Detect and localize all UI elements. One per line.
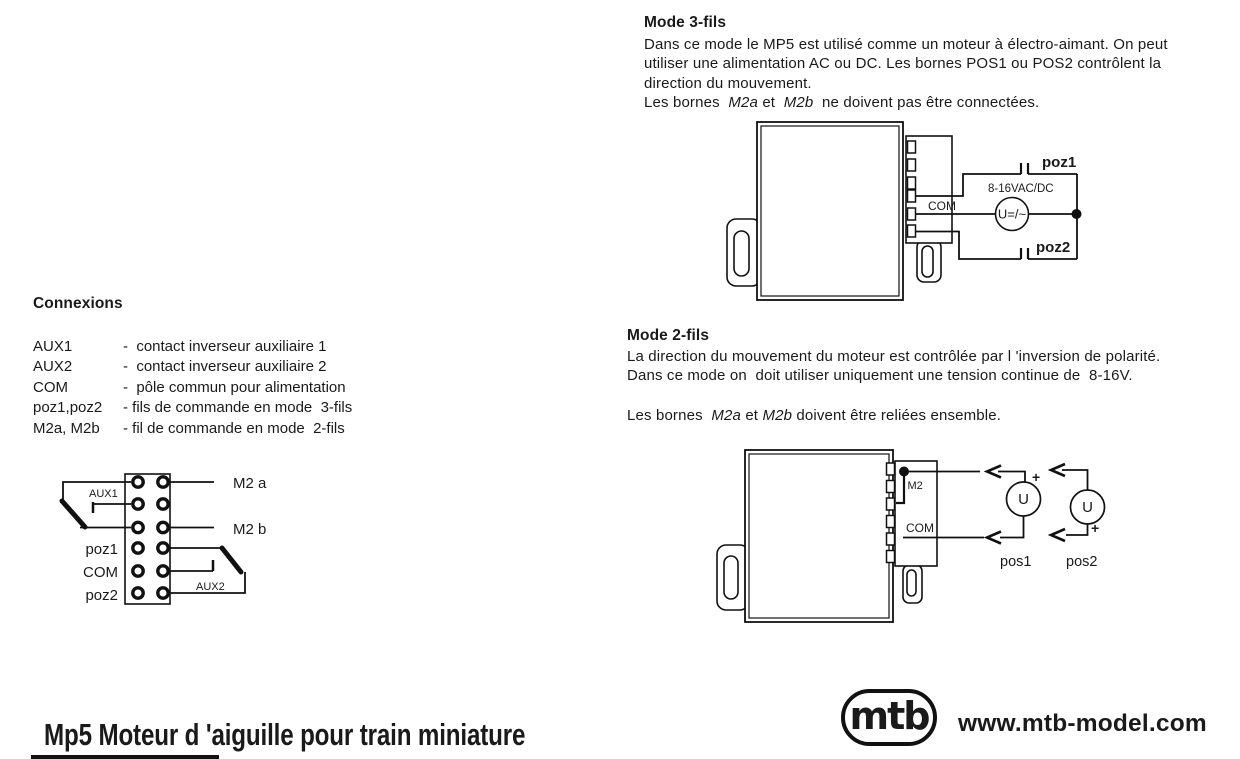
aux2-wire-bottom (170, 572, 246, 594)
mode3-section: Mode 3-fils Dans ce mode le MP5 est util… (644, 13, 1240, 112)
pinout-connector-body (124, 473, 171, 605)
connexions-row-m2: M2a, M2b- fil de commande en mode 2-fils (33, 419, 345, 437)
pinout-label-poz2: poz2 (85, 587, 118, 604)
connexions-section: Connexions AUX1- contact inverseur auxil… (33, 294, 453, 439)
mode3-wire-poz2 (916, 230, 1021, 260)
mode3-wiring-diagram: COM 8-16VAC/DC U=/~ poz1 poz2 (726, 121, 1082, 301)
mode3-bottom-tab-slot (921, 245, 934, 278)
mode3-button-poz2-icon (1019, 248, 1030, 259)
pinout-label-poz1: poz1 (85, 541, 118, 558)
mode3-button-poz1-icon (1019, 163, 1030, 174)
page-title: Mp5 Moteur d 'aiguille pour train miniat… (44, 717, 526, 752)
mode2-note: Les bornes M2a et M2b doivent être relié… (627, 406, 1002, 424)
mtb-logo-text: mtb (849, 693, 931, 738)
mode3-heading: Mode 3-fils (644, 14, 727, 31)
mode3-label-poz1: poz1 (1042, 154, 1076, 171)
mode2-terminal-block (894, 460, 938, 567)
connexions-row-aux2: AUX2- contact inverseur auxiliaire 2 (33, 358, 327, 376)
mode2-terminal-pins (885, 462, 896, 564)
pinout-label-m2b: M2 b (233, 521, 266, 538)
mtb-logo: mtb (841, 689, 937, 746)
mode3-motor-body-inner (760, 125, 900, 297)
mode2-wiring-diagram: M2 COM U U + + pos1 pos2 (716, 449, 1106, 623)
pinout-diagram: AUX1 AUX2 M2 a M2 b poz1 COM poz2 (59, 473, 267, 605)
pos1-label: pos1 (1000, 554, 1031, 570)
mode3-label-source: U=/~ (998, 207, 1027, 222)
pinout-pins (131, 475, 170, 600)
connexions-heading: Connexions (33, 295, 123, 312)
connexions-row-aux1: AUX1- contact inverseur auxiliaire 1 (33, 338, 327, 355)
mode3-line-2: utiliser une alimentation AC ou DC. Les … (644, 55, 1162, 73)
pos1-bottom-lead (1000, 516, 1025, 539)
mode3-terminal-pins (906, 140, 917, 238)
aux2-switch-blade-icon (219, 545, 244, 575)
mode3-label-voltage: 8-16VAC/DC (988, 183, 1054, 195)
connexions-row-com: COM- pôle commun pour alimentation (33, 378, 346, 396)
mode3-line-1: Dans ce mode le MP5 est utilisé comme un… (644, 36, 1168, 53)
mode2-left-tab-slot (723, 555, 739, 600)
mode3-wire-right-rail (1028, 174, 1078, 260)
mode2-section: Mode 2-fils La direction du mouvement du… (627, 326, 1237, 425)
pos2-plus-sign: + (1091, 520, 1099, 536)
pos2-top-lead (1062, 469, 1089, 490)
pinout-label-m2a: M2 a (233, 475, 267, 492)
pinout-label-com: COM (83, 564, 118, 581)
pos1-top-arrow-icon (983, 464, 1002, 479)
mode2-label-com: COM (906, 521, 934, 535)
mode3-wire-poz1 (916, 173, 1021, 197)
pos2-label: pos2 (1066, 554, 1097, 570)
pos2-top-arrow-icon (1047, 462, 1066, 478)
mode3-label-poz2: poz2 (1036, 239, 1070, 256)
pos1-bottom-arrow-icon (983, 530, 1002, 545)
mode3-note: Les bornes M2a et M2b ne doivent pas êtr… (644, 93, 1040, 111)
website-url: www.mtb-model.com (958, 710, 1207, 737)
connexions-table: AUX1- contact inverseur auxiliaire 1 AUX… (33, 337, 453, 439)
pos1-plus-sign: + (1032, 469, 1040, 485)
pos1-label-u: U (1018, 491, 1029, 508)
aux1-switch-blade-icon (59, 498, 88, 530)
pos1-top-lead (998, 470, 1026, 482)
mode2-wire-m2-bridge (896, 471, 906, 505)
pos2-bottom-lead (1066, 524, 1089, 536)
mode2-line-2: Dans ce mode on doit utiliser uniquement… (627, 367, 1133, 385)
pinout-label-aux2: AUX2 (196, 581, 225, 593)
aux1-wire-top (62, 481, 131, 500)
mode3-line-3: direction du mouvement. (644, 74, 812, 92)
mode3-motor-body (756, 121, 904, 301)
mode2-label-m2: M2 (908, 480, 923, 492)
mode2-line-1: La direction du mouvement du moteur est … (627, 348, 1161, 365)
mode3-label-com: COM (928, 199, 956, 213)
mode3-left-tab-slot (733, 230, 750, 277)
pos2-bottom-arrow-icon (1047, 527, 1066, 543)
pinout-label-aux1: AUX1 (89, 488, 118, 500)
mode2-bottom-tab-slot (906, 569, 917, 597)
pos2-label-u: U (1082, 499, 1093, 516)
mode2-heading: Mode 2-fils (627, 327, 710, 344)
bottom-bar (31, 755, 219, 759)
mode2-motor-body (744, 449, 894, 623)
connexions-row-poz: poz1,poz2- fils de commande en mode 3-fi… (33, 399, 353, 417)
